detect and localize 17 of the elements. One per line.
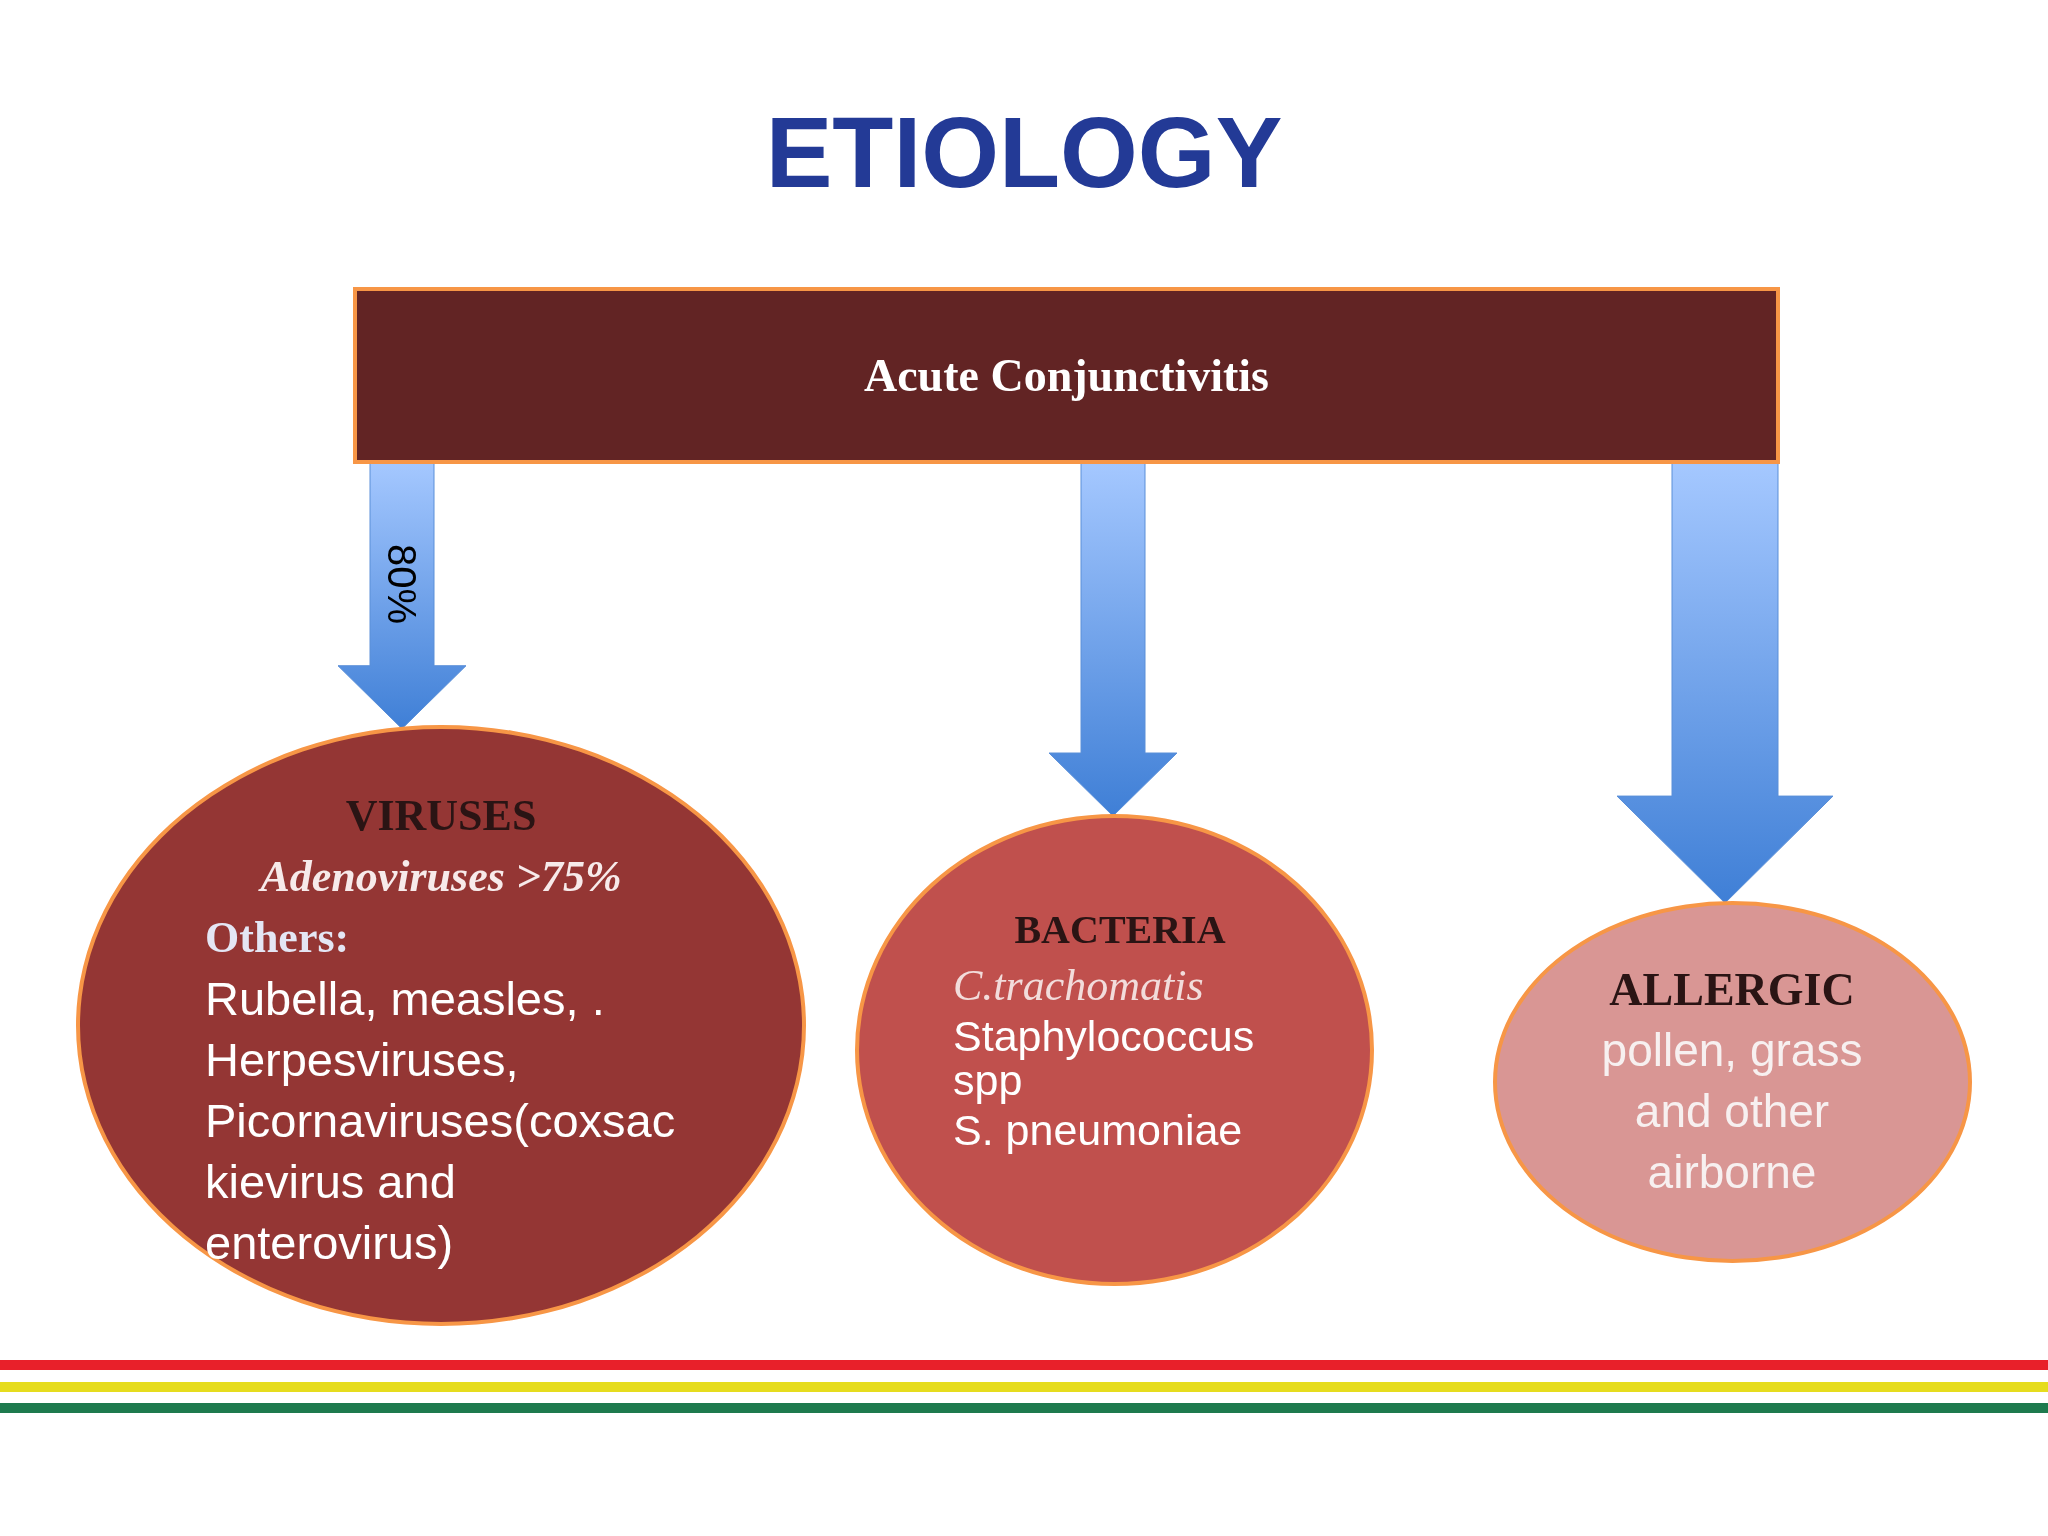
slide-title: ETIOLOGY <box>764 95 1284 210</box>
block-arrow <box>337 461 467 730</box>
block-arrow <box>1048 461 1178 817</box>
node-heading: BACTERIA <box>1014 906 1226 954</box>
edge-label: 80% <box>380 543 424 625</box>
node-body-text: S. pneumoniae <box>953 1105 1243 1156</box>
node-heading: ALLERGIC <box>1609 963 1855 1017</box>
node-body-text: Rubella, measles, . Herpesviruses, Picornaviruses(coxsackievirus and enterovirus) <box>205 971 677 1271</box>
header-box <box>353 287 1780 464</box>
box-title: Acute Conjunctivitis <box>863 348 1269 403</box>
node-subheading: Others: <box>205 912 350 964</box>
node-heading: VIRUSES <box>345 790 537 842</box>
block-arrow <box>1616 461 1834 904</box>
node-subheading: C.trachomatis <box>953 960 1204 1012</box>
node-subheading: Adenoviruses >75% <box>260 851 622 903</box>
node-body-text: pollen, grass and other airborne <box>1600 1023 1864 1200</box>
node-body-text: Staphylococcus spp <box>953 1014 1256 1102</box>
